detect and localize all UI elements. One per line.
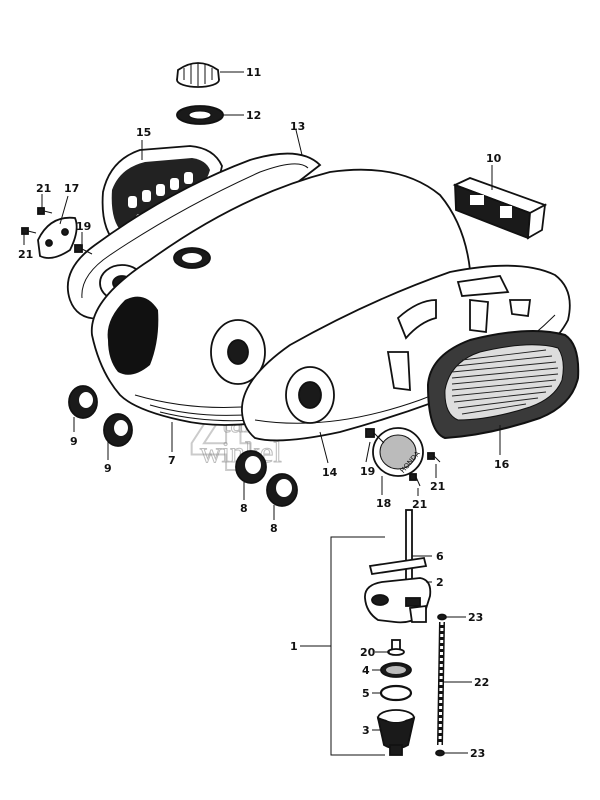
callout-18: 18 — [376, 497, 391, 510]
callout-21-top: 21 — [36, 182, 51, 195]
callout-19-right: 19 — [360, 465, 375, 478]
callout-15: 15 — [136, 126, 151, 139]
callout-6: 6 — [436, 550, 444, 563]
callout-13: 13 — [290, 120, 305, 133]
callout-labels: 11 12 13 15 10 21 17 19 21 9 9 7 8 8 14 … — [18, 66, 510, 760]
leader-lines — [23, 71, 501, 754]
callout-20: 20 — [360, 646, 376, 659]
callout-14: 14 — [322, 466, 338, 479]
callout-23-top: 23 — [468, 611, 483, 624]
emblem-18: HONDA — [372, 427, 424, 477]
grommet-9-b — [103, 413, 133, 447]
screw-19-left — [74, 244, 93, 255]
callout-11: 11 — [246, 66, 261, 79]
callout-8-b: 8 — [270, 522, 278, 535]
filler-cap-11 — [176, 62, 220, 88]
callout-21-right-b: 21 — [412, 498, 427, 511]
rubber-block-10 — [452, 177, 548, 240]
callout-17: 17 — [64, 182, 79, 195]
screw-19-right — [365, 428, 385, 444]
callout-7: 7 — [168, 454, 176, 467]
screw-21-right-b — [409, 473, 421, 487]
callout-10: 10 — [486, 152, 502, 165]
grommet-8-a — [235, 450, 267, 484]
callout-4: 4 — [362, 664, 370, 677]
callout-22: 22 — [474, 676, 489, 689]
callout-5: 5 — [362, 687, 370, 700]
callout-16: 16 — [494, 458, 510, 471]
screws — [21, 207, 441, 487]
callout-21-left: 21 — [18, 248, 33, 261]
callout-9-a: 9 — [70, 435, 78, 448]
grommet-8-b — [266, 473, 298, 507]
emblem-plate-17 — [37, 216, 78, 259]
callout-21-right-a: 21 — [430, 480, 445, 493]
grommet-9-a — [68, 385, 98, 419]
callout-2: 2 — [436, 576, 444, 589]
screw-21-right-a — [427, 452, 441, 463]
callout-8-a: 8 — [240, 502, 248, 515]
screw-21-top-left — [37, 207, 53, 215]
screw-21-bottom-left — [21, 227, 37, 235]
callout-19-left: 19 — [76, 220, 91, 233]
right-cover-14 — [241, 264, 571, 442]
callout-23-bottom: 23 — [470, 747, 485, 760]
callout-9-b: 9 — [104, 462, 112, 475]
callout-12: 12 — [246, 109, 261, 122]
callout-1: 1 — [290, 640, 298, 653]
knee-grip-16 — [426, 330, 580, 440]
grommets — [68, 385, 298, 507]
cap-gasket-12 — [176, 105, 224, 125]
fuel-cock-assembly-1 — [330, 509, 447, 757]
callout-3: 3 — [362, 724, 370, 737]
